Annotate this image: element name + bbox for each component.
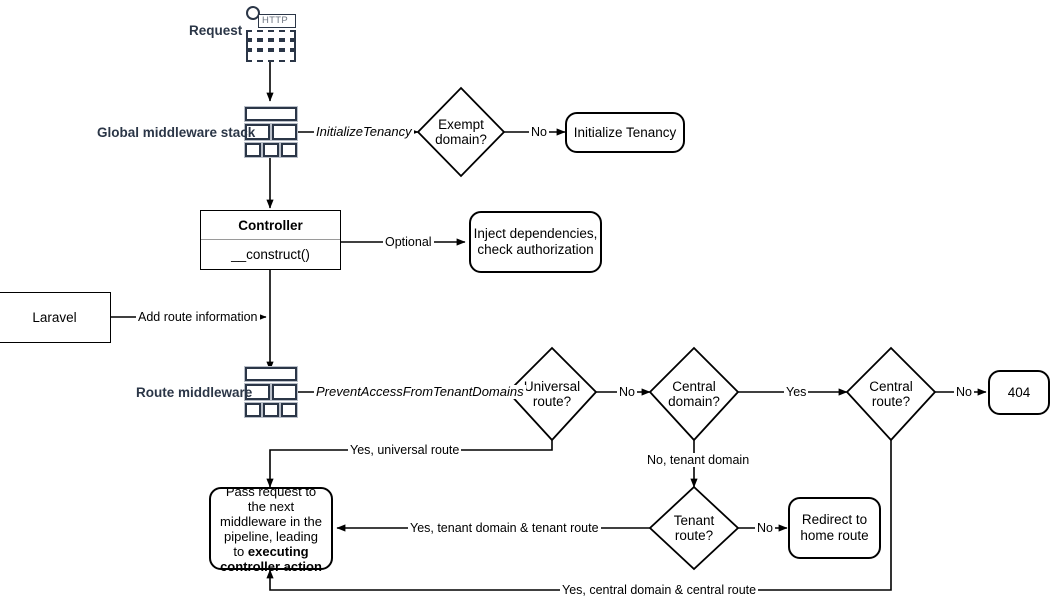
http-icon-label: HTTP [262,15,289,26]
decision-exempt-domain-label-wrap[interactable]: Exempt domain? [418,88,504,176]
decision-tenant-route-line2: route? [674,528,714,543]
http-icon-body-1 [246,30,296,40]
route-icon-row2-a [244,383,271,401]
node-controller-method: __construct() [231,246,310,262]
edge-label-exempt-no: No [529,125,549,139]
decision-central-route-label-wrap[interactable]: Central route? [847,348,935,440]
node-initialize-tenancy-label: Initialize Tenancy [573,124,677,140]
edge-label-central-route-no: No [954,385,974,399]
node-inject-dependencies-line2: check authorization [477,242,594,257]
http-icon-header [258,14,296,28]
decision-central-domain-line2: domain? [668,394,720,409]
edge-label-controller-optional: Optional [383,235,434,249]
decision-central-route-line2: route? [871,394,911,409]
edge-label-prevent-access: PreventAccessFromTenantDomains [314,384,526,399]
node-initialize-tenancy[interactable]: Initialize Tenancy [565,112,685,153]
route-icon-row1 [244,366,298,382]
node-laravel[interactable]: Laravel [0,292,111,343]
decision-universal-route-label-wrap[interactable]: Universal route? [508,348,596,440]
decision-central-domain-line1: Central [672,378,716,394]
edge-label-yes-universal-route: Yes, universal route [348,443,462,457]
stack-icon-row3-c [280,142,298,158]
edge-label-initialize-tenancy: InitializeTenancy [314,124,414,139]
edge-label-universal-no: No [617,385,637,399]
stack-icon-row2-b [271,123,298,141]
node-pass-request-to-next-middleware[interactable]: Pass request to the next middleware in t… [209,483,333,574]
request-label: Request [189,23,243,38]
node-inject-dependencies[interactable]: Inject dependencies, check authorization [469,211,602,273]
edge-label-central-domain-yes: Yes [784,385,809,399]
global-middleware-stack-label: Global middleware stack [97,125,256,140]
node-controller[interactable]: Controller __construct() [200,210,341,270]
decision-tenant-route-line1: Tenant [673,512,715,528]
global-middleware-stack-icon [244,106,298,158]
node-404[interactable]: 404 [988,370,1050,415]
edge-label-add-route-information: Add route information [136,310,260,324]
node-controller-title: Controller [201,211,340,240]
edge-label-yes-tenant-domain-tenant-route: Yes, tenant domain & tenant route [408,521,601,535]
decision-tenant-route-label-wrap[interactable]: Tenant route? [650,487,738,569]
node-404-label: 404 [1007,384,1031,400]
stack-icon-row1 [244,106,298,122]
decision-central-domain-label-wrap[interactable]: Central domain? [650,348,738,440]
node-pass-request-text: Pass request to the next middleware in t… [220,483,322,559]
route-icon-row3-a [244,402,262,418]
node-redirect-home-route-line2: home route [800,528,869,543]
edge-label-yes-central-domain-central-route: Yes, central domain & central route [560,583,759,597]
http-icon-body-2 [246,40,296,50]
decision-universal-route-line1: Universal [523,378,581,394]
route-icon-row3-b [262,402,280,418]
route-icon-row2-b [271,383,298,401]
decision-exempt-domain-line2: domain? [435,132,487,147]
http-icon-circle [246,6,260,20]
route-middleware-label: Route middleware [136,385,253,400]
edge-label-no-tenant-domain: No, tenant domain [645,453,752,467]
stack-icon-row3-a [244,142,262,158]
decision-universal-route-line2: route? [532,394,572,409]
stack-icon-row3-b [262,142,280,158]
node-laravel-label: Laravel [32,309,77,325]
node-redirect-home-route[interactable]: Redirect to home route [788,497,881,559]
route-middleware-stack-icon [244,366,298,418]
http-request-icon: HTTP [246,4,296,62]
node-pass-request-emphasis: executing controller action [220,543,322,574]
decision-exempt-domain-line1: Exempt [438,116,484,132]
edge-label-tenant-no: No [755,521,775,535]
http-icon-body-3 [246,50,296,62]
stack-icon-row2-a [244,123,271,141]
decision-central-route-line1: Central [869,378,913,394]
node-inject-dependencies-line1: Inject dependencies, [473,226,598,241]
route-icon-row3-c [280,402,298,418]
node-redirect-home-route-line1: Redirect to [801,512,868,527]
